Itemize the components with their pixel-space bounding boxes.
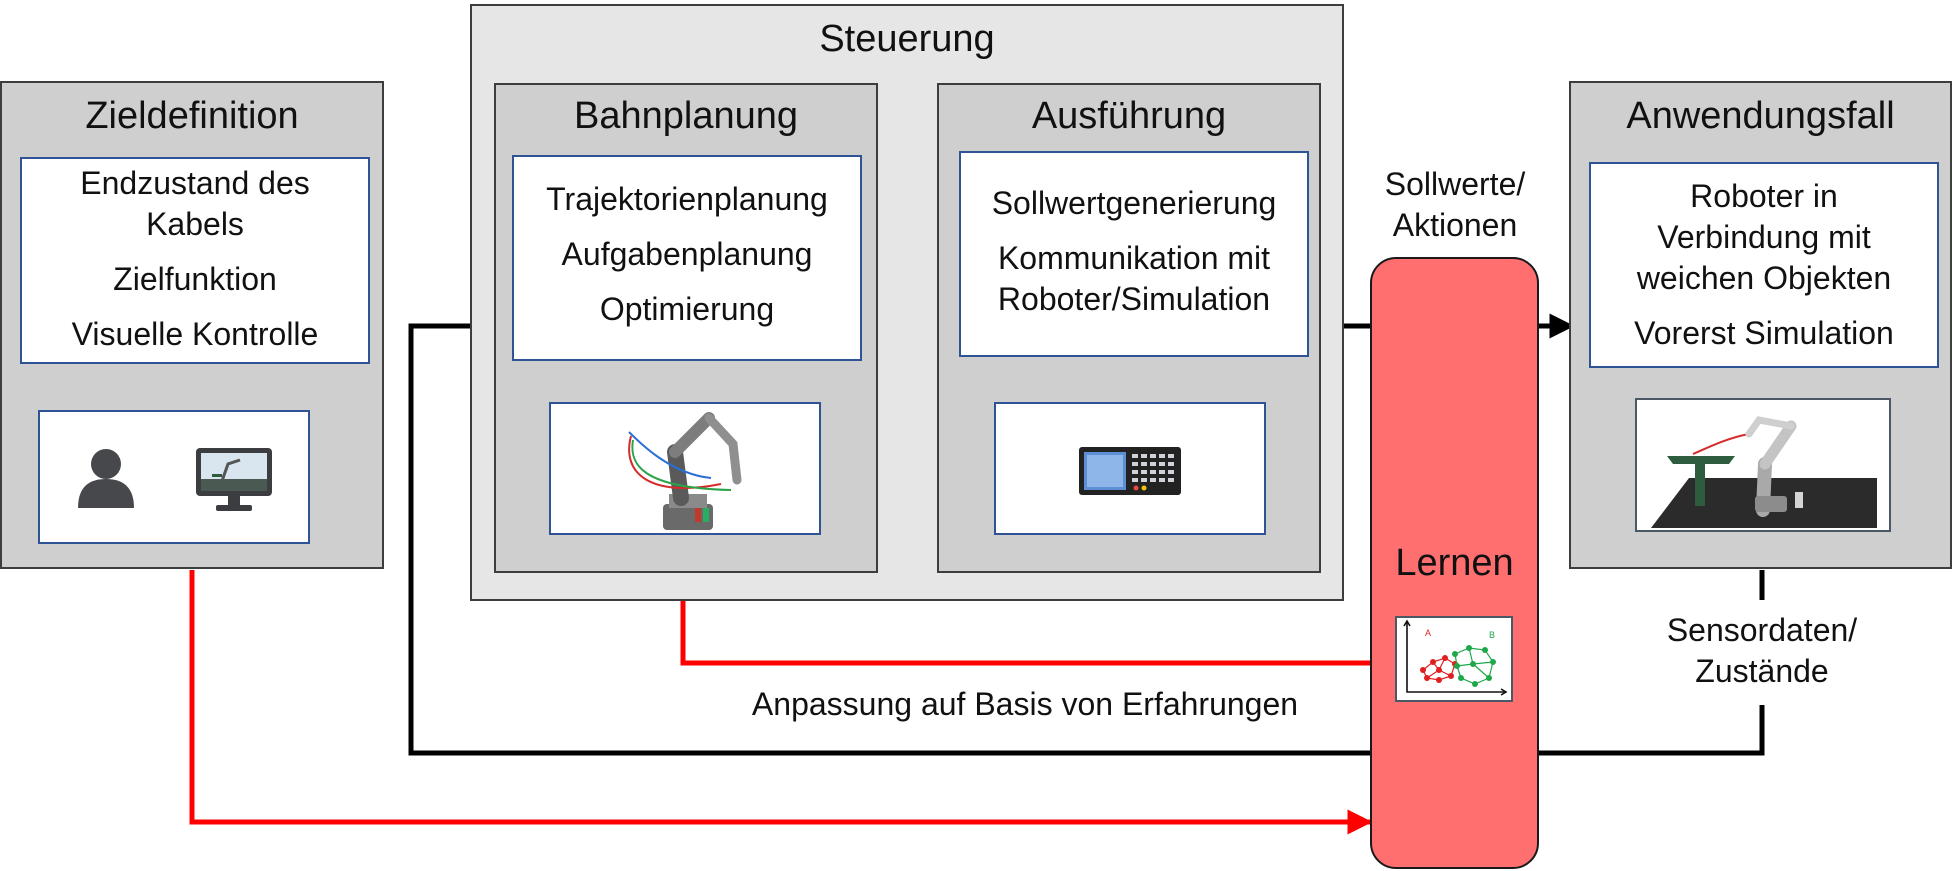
- feedback-line-sensordaten-bottom: [408, 313, 1765, 756]
- execution-item-kommunikation: Kommunikation mit: [997, 240, 1271, 276]
- anwendungsfall-text-box: Roboter in Verbindung mit weichen Objekt…: [1589, 162, 1939, 368]
- user-icon: [78, 449, 134, 508]
- sensordaten-label-line1: Sensordaten/: [1666, 612, 1858, 648]
- lernen-graph-box: A B: [1395, 616, 1513, 702]
- ausfuehrung-panel: Ausführung Sollwertgenerierung Kommunika…: [937, 83, 1321, 573]
- bahnplanung-text-box: Trajektorienplanung Aufgabenplanung Opti…: [512, 155, 862, 361]
- lernen-title: Lernen: [1395, 542, 1514, 584]
- monitor-icon: [196, 448, 272, 511]
- sollwerte-label-line2: Aktionen: [1392, 207, 1518, 243]
- application-item-line2: Verbindung mit: [1657, 219, 1871, 255]
- zieldefinition-panel: Zieldefinition Endzustand des Kabels Zie…: [0, 81, 384, 569]
- goal-item-endzustand-line1: Endzustand des: [80, 165, 310, 201]
- sollwerte-label: Sollwerte/ Aktionen: [1360, 164, 1550, 246]
- cluster-label-b: B: [1489, 630, 1495, 640]
- goal-item-zielfunktion: Zielfunktion: [113, 261, 277, 297]
- clustering-graph-icon: A B: [1403, 619, 1508, 696]
- application-item-line1: Roboter in: [1690, 178, 1838, 214]
- planning-item-trajektorienplanung: Trajektorienplanung: [546, 181, 828, 217]
- simulation-scene-icon: [1651, 416, 1877, 528]
- robot-arm-icon: [628, 412, 742, 530]
- lernen-block: Lernen A B: [1370, 257, 1539, 869]
- steuerung-title: Steuerung: [819, 18, 995, 60]
- ausfuehrung-image-box: [994, 402, 1266, 535]
- sensordaten-label: Sensordaten/ Zustände: [1652, 610, 1872, 692]
- bahnplanung-image-box: [549, 402, 821, 535]
- zieldefinition-icon-box: [38, 410, 310, 544]
- learning-to-planning-arrow: [670, 567, 1375, 666]
- steuerung-panel: Steuerung Bahnplanung Trajektorienplanun…: [470, 4, 1344, 601]
- anwendungsfall-title: Anwendungsfall: [1626, 95, 1895, 137]
- application-item-line3: weichen Objekten: [1636, 260, 1892, 296]
- zieldefinition-text-box: Endzustand des Kabels Zielfunktion Visue…: [20, 157, 370, 364]
- zieldefinition-title: Zieldefinition: [85, 95, 299, 137]
- execution-item-roboter-simulation: Roboter/Simulation: [997, 281, 1271, 317]
- anwendungsfall-image-box: [1635, 398, 1891, 532]
- planning-item-optimierung: Optimierung: [599, 291, 775, 327]
- ausfuehrung-text-box: Sollwertgenerierung Kommunikation mit Ro…: [959, 151, 1309, 357]
- bahnplanung-title: Bahnplanung: [574, 95, 798, 137]
- anpassung-label: Anpassung auf Basis von Erfahrungen: [751, 686, 1299, 722]
- application-item-simulation: Vorerst Simulation: [1634, 315, 1894, 351]
- goal-item-visuelle-kontrolle: Visuelle Kontrolle: [71, 316, 319, 352]
- planning-item-aufgabenplanung: Aufgabenplanung: [561, 236, 813, 272]
- anwendungsfall-panel: Anwendungsfall Roboter in Verbindung mit…: [1569, 81, 1952, 569]
- sollwerte-label-line1: Sollwerte/: [1384, 166, 1526, 202]
- sensordaten-label-line2: Zustände: [1695, 653, 1829, 689]
- controller-panel-icon: [1079, 447, 1181, 495]
- cluster-label-a: A: [1425, 628, 1431, 638]
- execution-item-sollwertgenerierung: Sollwertgenerierung: [991, 185, 1277, 221]
- goal-to-learning-arrow: [189, 570, 1373, 835]
- ausfuehrung-title: Ausführung: [1031, 95, 1227, 137]
- goal-item-endzustand-line2: Kabels: [146, 206, 244, 242]
- bahnplanung-panel: Bahnplanung Trajektorienplanung Aufgaben…: [494, 83, 878, 573]
